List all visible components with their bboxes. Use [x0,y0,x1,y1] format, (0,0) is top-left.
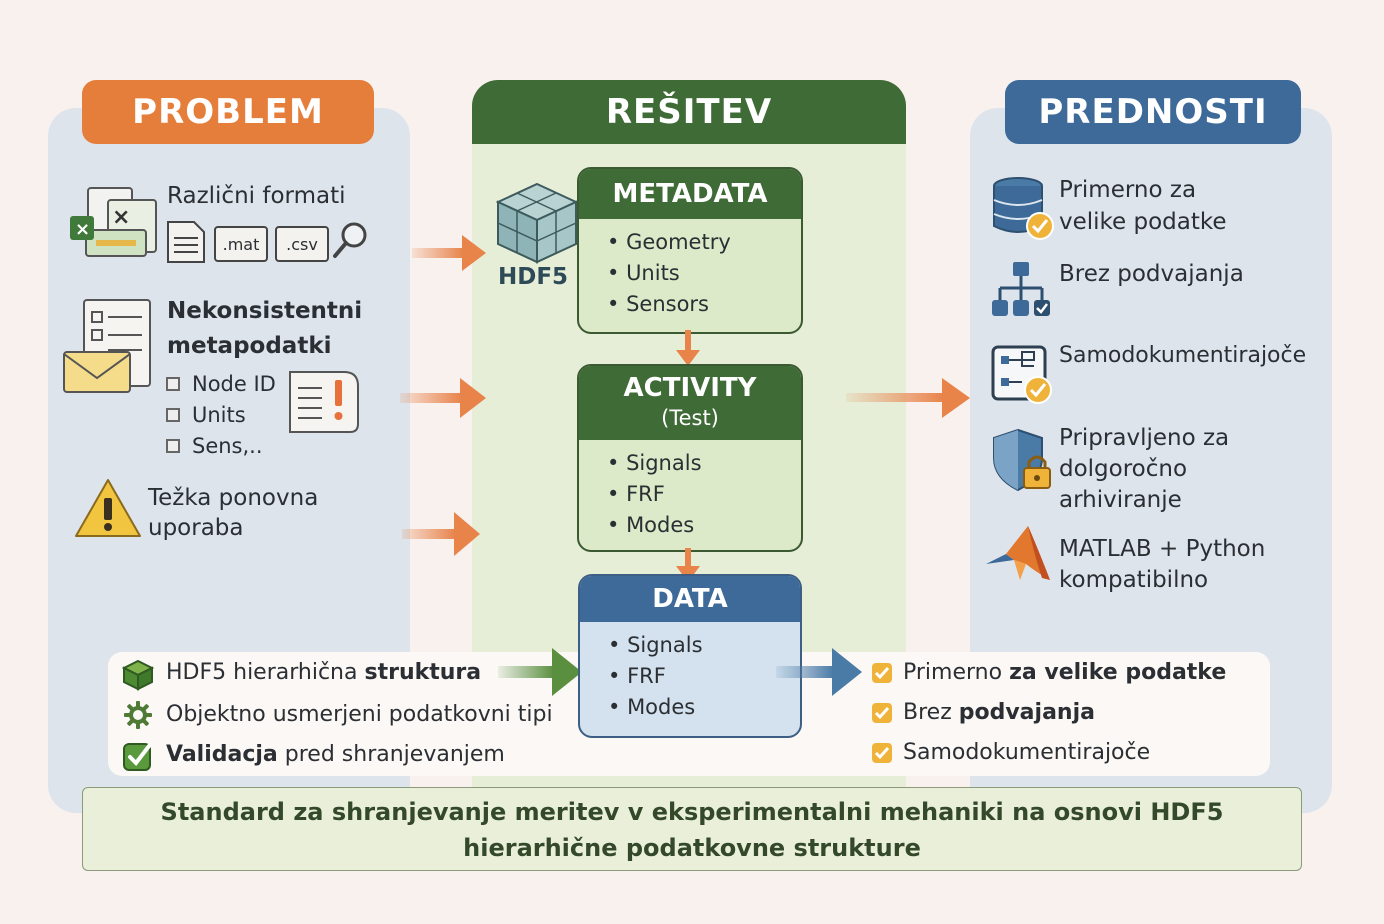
problem-header: PROBLEM [82,80,374,144]
benefit-label: MATLAB + Python [1059,536,1266,562]
checklist-item: Units [166,399,276,430]
document-icon [166,220,206,264]
magnifier-icon [332,220,370,260]
feature-hierarchy: HDF5 hierarhična struktura [166,658,481,688]
activity-box-subtitle: (Test) [661,406,719,430]
checkbox-icon [166,376,180,391]
list-item: Geometry [607,227,801,258]
cube-icon [122,659,154,691]
arrow-right-icon [846,376,972,420]
summary-text-bold: za velike podatke [1009,660,1227,685]
footer-line1: Standard za shranjevanje meritev v ekspe… [160,798,1224,826]
data-box-title: DATA [580,576,800,622]
feature-text-bold: struktura [364,660,482,685]
benefit-label: Pripravljeno za [1059,425,1230,451]
svg-text:×: × [75,219,90,240]
csv-file-label: .csv [286,234,318,254]
mat-file-label: .mat [222,234,260,254]
benefit-label: Brez podvajanja [1059,261,1244,287]
check-icon [872,703,892,723]
summary-text-bold: podvajanja [958,700,1095,725]
mat-file-tag: .mat [214,226,268,262]
arrow-right-icon [498,646,584,698]
database-icon [992,176,1054,242]
list-item: Modes [608,692,800,723]
list-item: FRF [608,661,800,692]
data-box: DATA Signals FRF Modes [578,574,802,738]
warning-triangle-icon [72,476,144,540]
activity-box-header: ACTIVITY (Test) [579,366,801,440]
shield-lock-icon [990,428,1056,494]
check-icon [872,743,892,763]
feature-text: HDF5 hierarhična [166,660,365,685]
reuse-label-line1: Težka ponovna [148,485,319,511]
checklist-item-label: Node ID [192,371,276,396]
benefit-label: Samodokumentirajoče [1059,343,1307,368]
document-flow-icon [990,344,1054,406]
arrow-right-icon [400,376,488,420]
summary-text: Brez [903,700,959,725]
benefit-label: velike podatke [1059,209,1227,235]
form-document-icon [62,298,158,398]
feature-validation: Validacja pred shranjevanjem [166,740,505,770]
benefit-label: Primerno za [1059,177,1197,203]
benefit-label: arhiviranje [1059,487,1182,513]
benefit-label: kompatibilno [1059,567,1209,593]
footer-line2: hierarhične podatkovne strukture [463,834,921,862]
feature-object-types: Objektno usmerjeni podatkovni tipi [166,702,553,727]
list-item: Units [607,258,801,289]
check-badge-icon [122,740,154,772]
spreadsheet-files-icon: × × [68,186,160,262]
warning-document-icon [286,366,362,436]
checklist: Node ID Units Sens,.. [166,368,276,461]
matlab-icon [984,524,1052,586]
checklist-item: Sens,.. [166,430,276,461]
activity-box: ACTIVITY (Test) Signals FRF Modes [577,364,803,552]
hierarchy-icon [990,260,1052,320]
hdf5-cube-icon [494,180,580,266]
checklist-item: Node ID [166,368,276,399]
feature-text: pred shranjevanjem [277,742,505,767]
metadata-label-line1: Nekonsistentni [167,298,363,324]
list-item: Signals [608,630,800,661]
formats-label: Različni formati [167,183,346,209]
gear-icon [123,700,153,730]
checkbox-icon [166,407,180,422]
checklist-item-label: Sens,.. [192,433,263,458]
arrow-right-icon [402,510,482,558]
arrow-right-icon [412,233,488,273]
feature-text-bold: Validacja [166,742,278,767]
metadata-label-line2: metapodatki [167,333,332,359]
list-item: Signals [607,448,801,479]
footer-banner: Standard za shranjevanje meritev v ekspe… [82,787,1302,871]
summary-self-documenting: Samodokumentirajoče [903,740,1151,765]
summary-no-duplication: Brez podvajanja [903,698,1095,728]
metadata-box-title: METADATA [579,169,801,219]
solution-header: REŠITEV [472,80,906,144]
list-item: Sensors [607,289,801,320]
benefit-label: dolgoročno [1059,456,1188,482]
check-icon [872,663,892,683]
summary-large-data: Primerno za velike podatke [903,658,1226,688]
hdf5-label: HDF5 [498,264,569,290]
list-item: Modes [607,510,801,541]
summary-text: Primerno [903,660,1010,685]
reuse-label-line2: uporaba [148,515,244,541]
csv-file-tag: .csv [275,226,329,262]
svg-text:×: × [112,205,130,230]
metadata-box: METADATA Geometry Units Sensors [577,167,803,334]
arrow-down-icon [676,330,700,366]
list-item: FRF [607,479,801,510]
arrow-right-icon [776,646,864,698]
activity-box-title: ACTIVITY [623,373,757,403]
checkbox-icon [166,438,180,453]
benefits-header: PREDNOSTI [1005,80,1301,144]
checklist-item-label: Units [192,402,246,427]
